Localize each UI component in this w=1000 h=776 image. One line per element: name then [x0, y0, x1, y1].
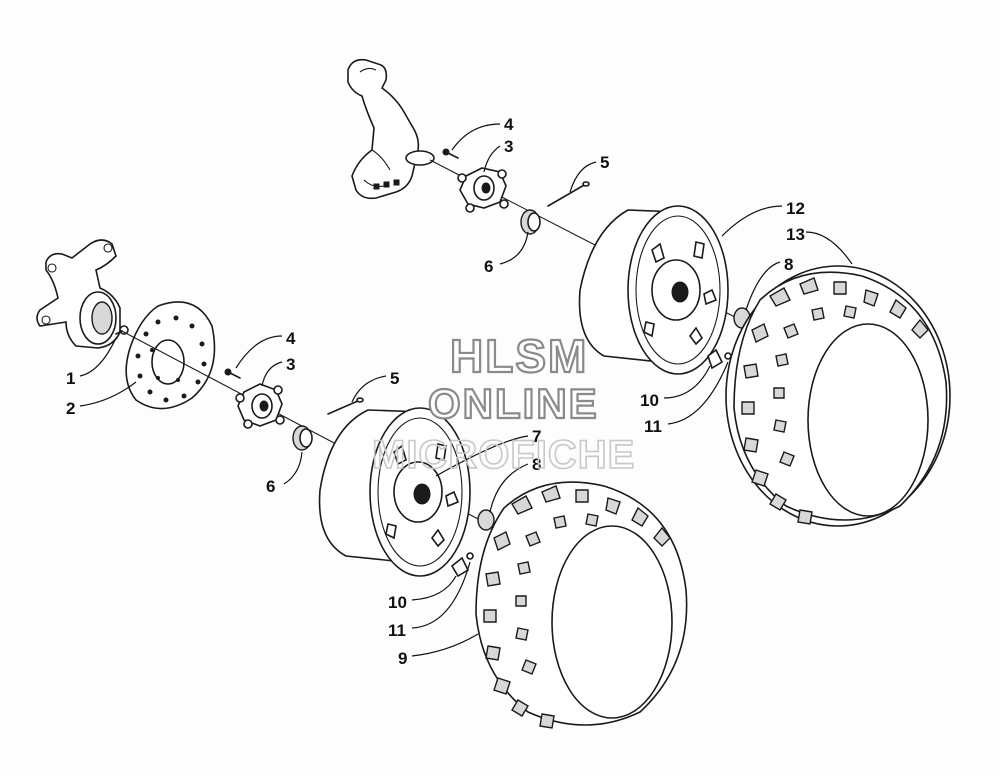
lower-knuckle: [36, 239, 121, 349]
callout-4-upper: 4: [504, 115, 514, 134]
lower-tire: [475, 481, 688, 729]
lower-cotter-pin: [327, 397, 364, 415]
callout-10-lower: 10: [388, 593, 407, 612]
callout-10-upper: 10: [640, 391, 659, 410]
callout-8-upper: 8: [784, 255, 793, 274]
callout-12: 12: [786, 199, 805, 218]
callout-labels: 4 3 5 6 12 13 8 10 11 1 2 4 3 5 6 7 8 10…: [66, 115, 805, 668]
upper-knuckle: [347, 58, 435, 200]
watermark-line-2: ONLINE: [428, 380, 599, 427]
callout-9: 9: [398, 649, 407, 668]
leader-lines: [79, 123, 853, 657]
lower-lug-nut: [477, 509, 495, 531]
lower-valve-stem: [450, 556, 470, 578]
upper-valve-stem: [707, 348, 724, 370]
callout-11-upper: 11: [644, 417, 662, 436]
upper-castle-nut: [520, 209, 541, 235]
callout-5-lower: 5: [390, 369, 399, 388]
callout-7: 7: [532, 427, 541, 446]
lower-rim: [318, 407, 471, 577]
upper-tire: [725, 265, 951, 527]
watermark-line-1: HLSM: [450, 330, 588, 382]
callout-13: 13: [786, 225, 805, 244]
lower-hub: [235, 383, 285, 429]
upper-stud: [442, 148, 459, 159]
callout-3-upper: 3: [504, 137, 513, 156]
brake-disc: [125, 301, 216, 410]
callout-6-upper: 6: [484, 257, 493, 276]
callout-11-lower: 11: [388, 621, 406, 640]
watermark: HLSM ONLINE MICROFICHE: [371, 329, 635, 478]
watermark-line-3: MICROFICHE: [372, 433, 635, 477]
lower-castle-nut: [292, 425, 313, 451]
callout-6-lower: 6: [266, 477, 275, 496]
upper-hub: [457, 167, 509, 213]
upper-rim: [578, 205, 729, 375]
lower-stud: [224, 368, 241, 379]
upper-cotter-pin: [547, 181, 590, 207]
lower-valve-cap: [466, 552, 474, 560]
callout-2: 2: [66, 399, 75, 418]
callout-3-lower: 3: [286, 355, 295, 374]
callout-1: 1: [66, 369, 75, 388]
callout-8-lower: 8: [532, 455, 541, 474]
callout-4-lower: 4: [286, 329, 296, 348]
callout-5-upper: 5: [600, 153, 609, 172]
